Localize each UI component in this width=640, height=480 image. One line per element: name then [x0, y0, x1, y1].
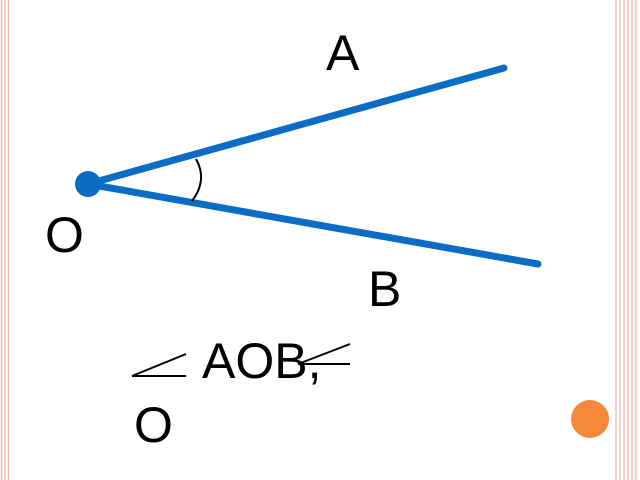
angle-sign-icon	[297, 343, 351, 365]
ray-ob	[84, 180, 542, 268]
label-a: A	[326, 25, 360, 81]
frame-right	[615, 0, 637, 480]
angle-vertex-o: O	[134, 397, 173, 453]
orange-circle-button-icon[interactable]	[571, 400, 609, 438]
label-vertex-o: O	[45, 207, 84, 263]
angle-arc	[191, 158, 203, 202]
label-b: B	[368, 261, 401, 317]
vertex-dot	[75, 171, 101, 197]
ray-oa	[84, 64, 508, 188]
frame-left	[0, 0, 10, 480]
angle-name-aob: AOB,	[202, 333, 321, 389]
angle-sign-icon	[131, 353, 187, 377]
